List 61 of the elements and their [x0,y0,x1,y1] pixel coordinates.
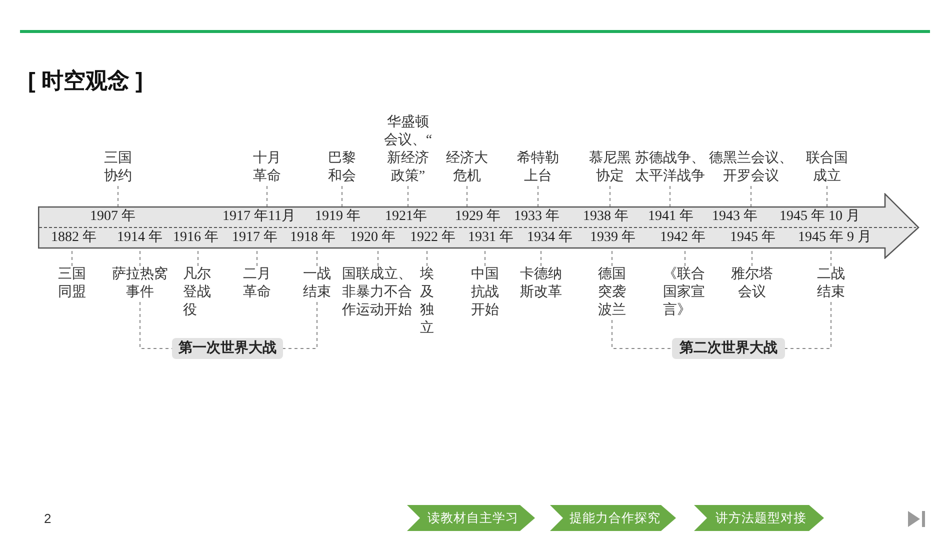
leader-line [466,186,468,208]
date-label: 1929 年 [454,207,502,228]
event-label: 苏德战争、太平洋战争 [634,150,706,186]
date-label: 1920 年 [349,228,396,248]
event-label: 中国抗战开始 [470,266,500,320]
date-label: 1939 年 [589,228,636,248]
event-label: 巴黎和会 [327,150,357,186]
event-label: 十月革命 [252,150,282,186]
date-label: 1934 年 [526,228,574,248]
event-label: 《联合国家宣言》 [663,266,707,320]
event-label: 联合国成立 [805,150,849,186]
event-label: 经济大危机 [445,150,489,186]
event-label: 三国协约 [103,150,133,186]
date-label: 1916 年 [172,228,220,248]
leader-line [826,186,828,208]
bracket-line [784,302,832,349]
period-tag: 第一次世界大战 [172,338,283,359]
event-label: 德国突袭波兰 [597,266,627,320]
date-label: 1917 年11月 [222,207,296,228]
event-label: 卡德纳斯改革 [519,266,563,302]
timeline-arrow [38,193,920,259]
date-label: 1943 年 [711,207,758,228]
leader-line [266,186,268,208]
bracket-line [612,320,672,349]
date-label: 1907 年 [89,207,136,228]
date-label: 1938 年 [582,207,630,228]
date-label: 1914 年 [116,228,164,248]
event-label: 三国同盟 [57,266,87,302]
event-label: 国联成立、非暴力不合作运动开始 [342,266,414,320]
nav-button: 提能力合作探究 [550,505,676,531]
date-label: 1882 年 [50,228,98,248]
event-label: 德黑兰会议、开罗会议 [708,150,794,186]
date-label: 1945 年 [729,228,776,248]
date-label: 1921年 [384,207,428,228]
event-label: 慕尼黑协定 [588,150,632,186]
event-label: 雅尔塔会议 [730,266,774,302]
event-label: 二月革命 [242,266,272,302]
date-label: 1919 年 [314,207,362,228]
date-label: 1917 年 [231,228,278,248]
period-tag: 第二次世界大战 [672,338,785,359]
event-label: 埃及独立 [419,266,435,338]
leader-line [750,186,752,208]
event-label: 凡尔登战役 [183,266,213,320]
date-label: 1941 年 [647,207,694,228]
date-label: 1922 年 [409,228,456,248]
section-title: [ 时空观念 ] [28,67,143,95]
date-label: 1931 年 [467,228,514,248]
nav-button: 讲方法题型对接 [694,505,824,531]
date-label: 1945 年 9 月 [797,228,872,248]
date-label: 1942 年 [659,228,706,248]
date-label: 1918 年 [289,228,336,248]
event-label: 二战结束 [816,266,846,302]
date-label: 1933 年 [513,207,560,228]
nav-button: 读教材自主学习 [407,505,535,531]
event-label: 一战结束 [302,266,332,302]
bracket-line [282,302,318,349]
date-label: 1945 年 10 月 [778,207,861,228]
event-label: 希特勒上台 [516,150,560,186]
event-label: 萨拉热窝事件 [111,266,169,302]
page-number: 2 [44,511,52,527]
event-label: 华盛顿会议、“新经济政策” [382,114,434,186]
